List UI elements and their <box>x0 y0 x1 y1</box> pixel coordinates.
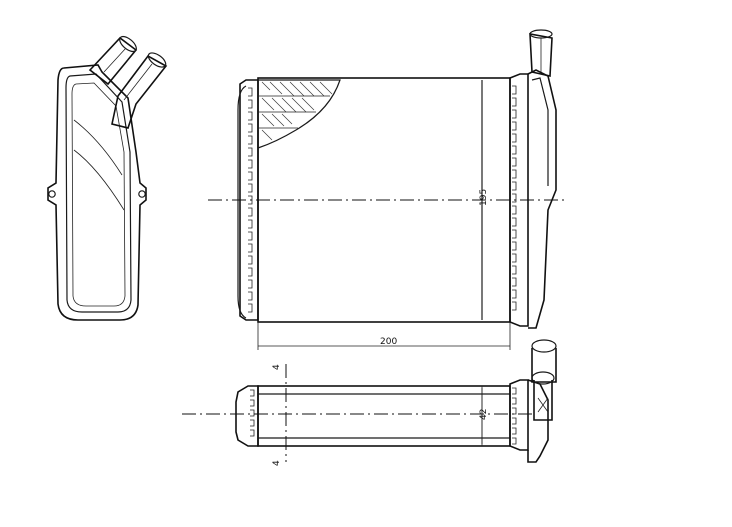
width-dimension-label: 200 <box>380 337 397 347</box>
top-fin-core <box>257 385 511 447</box>
port-mark-bottom: 4 <box>272 460 282 466</box>
top-right-tank <box>509 379 529 451</box>
height-dimension-label: 195 <box>479 189 489 206</box>
mounting-hole-right <box>138 190 146 198</box>
outlet-pipe-front <box>529 29 553 77</box>
top-view-core: 4 4 42 <box>182 339 557 466</box>
depth-dimension-label: 42 <box>479 409 489 420</box>
port-mark-top: 4 <box>272 364 282 370</box>
outlet-pipe-top <box>531 371 555 421</box>
fin-hatching <box>257 79 341 149</box>
side-view-end-tank <box>47 35 168 321</box>
mounting-hole-left <box>48 190 56 198</box>
pipe-stub-lower <box>111 52 168 129</box>
top-right-flange <box>527 379 549 463</box>
top-left-tank <box>235 385 259 447</box>
front-view-core: 195 200 <box>208 29 568 350</box>
inlet-pipe-top <box>531 339 557 383</box>
right-flange <box>527 69 557 329</box>
pipe-stub-upper <box>88 35 138 86</box>
